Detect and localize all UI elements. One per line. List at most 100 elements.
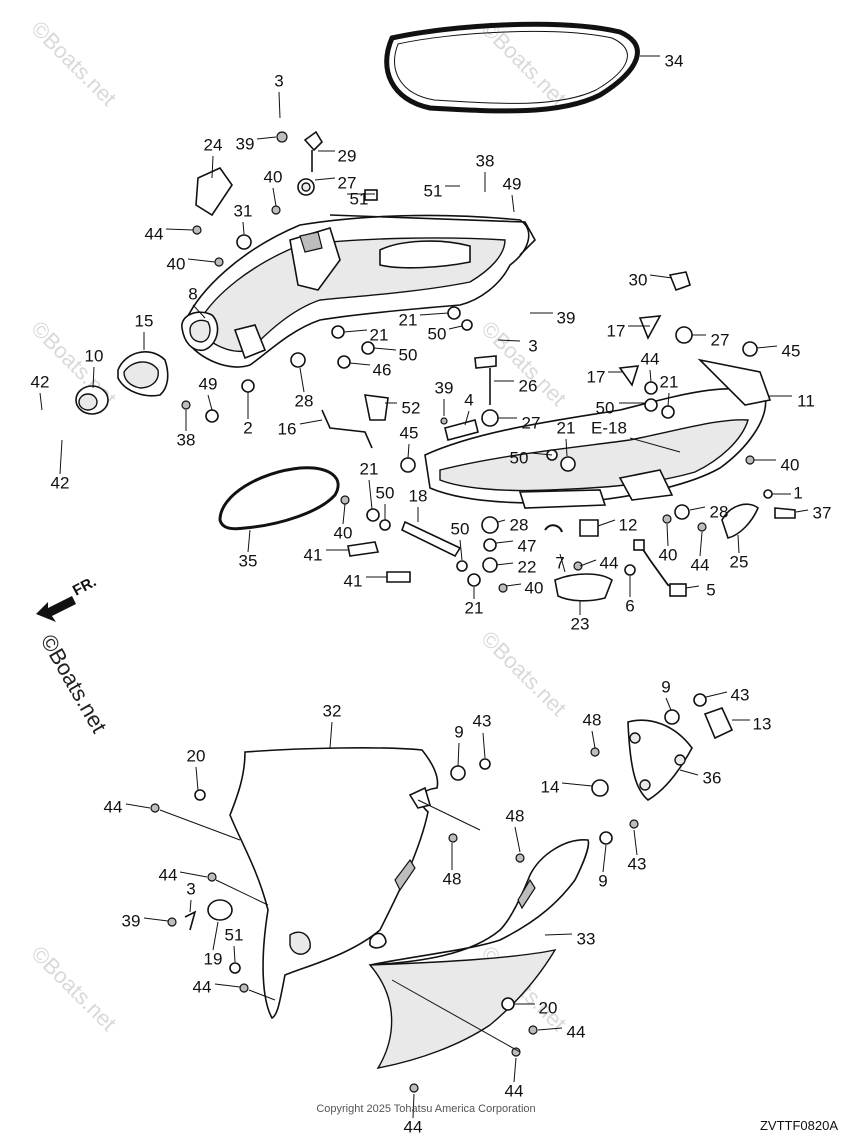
callout-50: 50 — [596, 398, 615, 417]
callout-27: 27 — [711, 330, 730, 349]
callout-9: 9 — [454, 722, 463, 741]
callout-40: 40 — [334, 523, 353, 542]
lower-pan-33 — [368, 839, 590, 1069]
callout-43: 43 — [473, 711, 492, 730]
watermark-1: ©Boats.net — [26, 16, 121, 111]
callout-29: 29 — [338, 146, 357, 165]
callout-3: 3 — [528, 336, 537, 355]
callout-28: 28 — [295, 391, 314, 410]
callout-35: 35 — [239, 551, 258, 570]
callout-26: 26 — [519, 376, 538, 395]
callout-E-18: E-18 — [591, 418, 627, 437]
callout-48: 48 — [443, 869, 462, 888]
callout-43: 43 — [628, 854, 647, 873]
callout-40: 40 — [525, 578, 544, 597]
callout-44: 44 — [505, 1081, 524, 1100]
callout-27: 27 — [338, 173, 357, 192]
callout-34: 34 — [665, 51, 684, 70]
callout-21: 21 — [370, 325, 389, 344]
copyright-text: Copyright 2025 Tohatsu America Corporati… — [316, 1103, 535, 1115]
seal-35 — [218, 466, 340, 531]
callout-21: 21 — [660, 372, 679, 391]
cap-15 — [117, 351, 169, 397]
callout-50: 50 — [376, 483, 395, 502]
callout-33: 33 — [577, 929, 596, 948]
callout-9: 9 — [661, 677, 670, 696]
callout-39: 39 — [122, 911, 141, 930]
callout-3: 3 — [274, 71, 283, 90]
callout-49: 49 — [199, 374, 218, 393]
callout-13: 13 — [753, 714, 772, 733]
callout-8: 8 — [188, 284, 197, 303]
front-label: FR. — [70, 573, 99, 599]
callout-11: 11 — [797, 391, 815, 410]
callout-18: 18 — [409, 486, 428, 505]
callout-38: 38 — [476, 151, 495, 170]
callout-44: 44 — [567, 1022, 586, 1041]
callout-27: 27 — [522, 413, 541, 432]
watermark-2: ©Boats.net — [476, 16, 571, 111]
callout-50: 50 — [451, 519, 470, 538]
callout-44: 44 — [145, 224, 164, 243]
callout-50: 50 — [510, 448, 529, 467]
callout-16: 16 — [278, 419, 297, 438]
callout-36: 36 — [703, 768, 722, 787]
callout-19: 19 — [204, 949, 223, 968]
callout-20: 20 — [187, 746, 206, 765]
callout-32: 32 — [323, 701, 342, 720]
lower-pan-32 — [229, 747, 439, 1020]
callout-21: 21 — [399, 310, 418, 329]
callout-38: 38 — [177, 430, 196, 449]
callout-41: 41 — [304, 545, 323, 564]
callout-49: 49 — [503, 174, 522, 193]
callout-51: 51 — [350, 189, 369, 208]
grommet-10 — [75, 385, 109, 415]
callout-9: 9 — [598, 871, 607, 890]
callout-39: 39 — [236, 134, 255, 153]
callout-17: 17 — [587, 367, 606, 386]
callout-21: 21 — [465, 598, 484, 617]
callout-40: 40 — [264, 167, 283, 186]
callout-28: 28 — [710, 502, 729, 521]
callout-44: 44 — [641, 349, 660, 368]
callout-25: 25 — [730, 552, 749, 571]
callout-44: 44 — [691, 555, 710, 574]
callout-42: 42 — [51, 473, 70, 492]
callout-50: 50 — [428, 324, 447, 343]
callout-21: 21 — [360, 459, 379, 478]
callout-12: 12 — [619, 515, 638, 534]
callout-44: 44 — [104, 797, 123, 816]
callout-1: 1 — [793, 483, 802, 502]
callout-39: 39 — [557, 308, 576, 327]
callout-51: 51 — [225, 925, 244, 944]
callout-28: 28 — [510, 515, 529, 534]
callout-51: 51 — [424, 181, 443, 200]
callout-44: 44 — [404, 1117, 423, 1136]
watermark-strong: ©Boats.net — [36, 630, 112, 737]
callout-40: 40 — [781, 455, 800, 474]
callout-10: 10 — [85, 346, 104, 365]
callout-3: 3 — [186, 879, 195, 898]
callout-47: 47 — [518, 536, 537, 555]
callout-46: 46 — [373, 360, 392, 379]
callout-20: 20 — [539, 998, 558, 1017]
callout-24: 24 — [204, 135, 223, 154]
leader-lines — [39, 55, 809, 1119]
callout-42: 42 — [31, 372, 50, 391]
callout-41: 41 — [344, 571, 363, 590]
callout-4: 4 — [464, 390, 473, 409]
seal-ring-34 — [384, 21, 640, 114]
callout-5: 5 — [706, 580, 715, 599]
callout-14: 14 — [541, 777, 560, 796]
callout-7: 7 — [555, 553, 564, 572]
callout-45: 45 — [782, 341, 801, 360]
callout-2: 2 — [243, 418, 252, 437]
callout-23: 23 — [571, 614, 590, 633]
callout-48: 48 — [506, 806, 525, 825]
callout-15: 15 — [135, 311, 154, 330]
watermark-5: ©Boats.net — [476, 626, 571, 721]
bottom-cowl-lower — [424, 358, 772, 509]
callout-50: 50 — [399, 345, 418, 364]
watermark-6: ©Boats.net — [26, 941, 121, 1036]
